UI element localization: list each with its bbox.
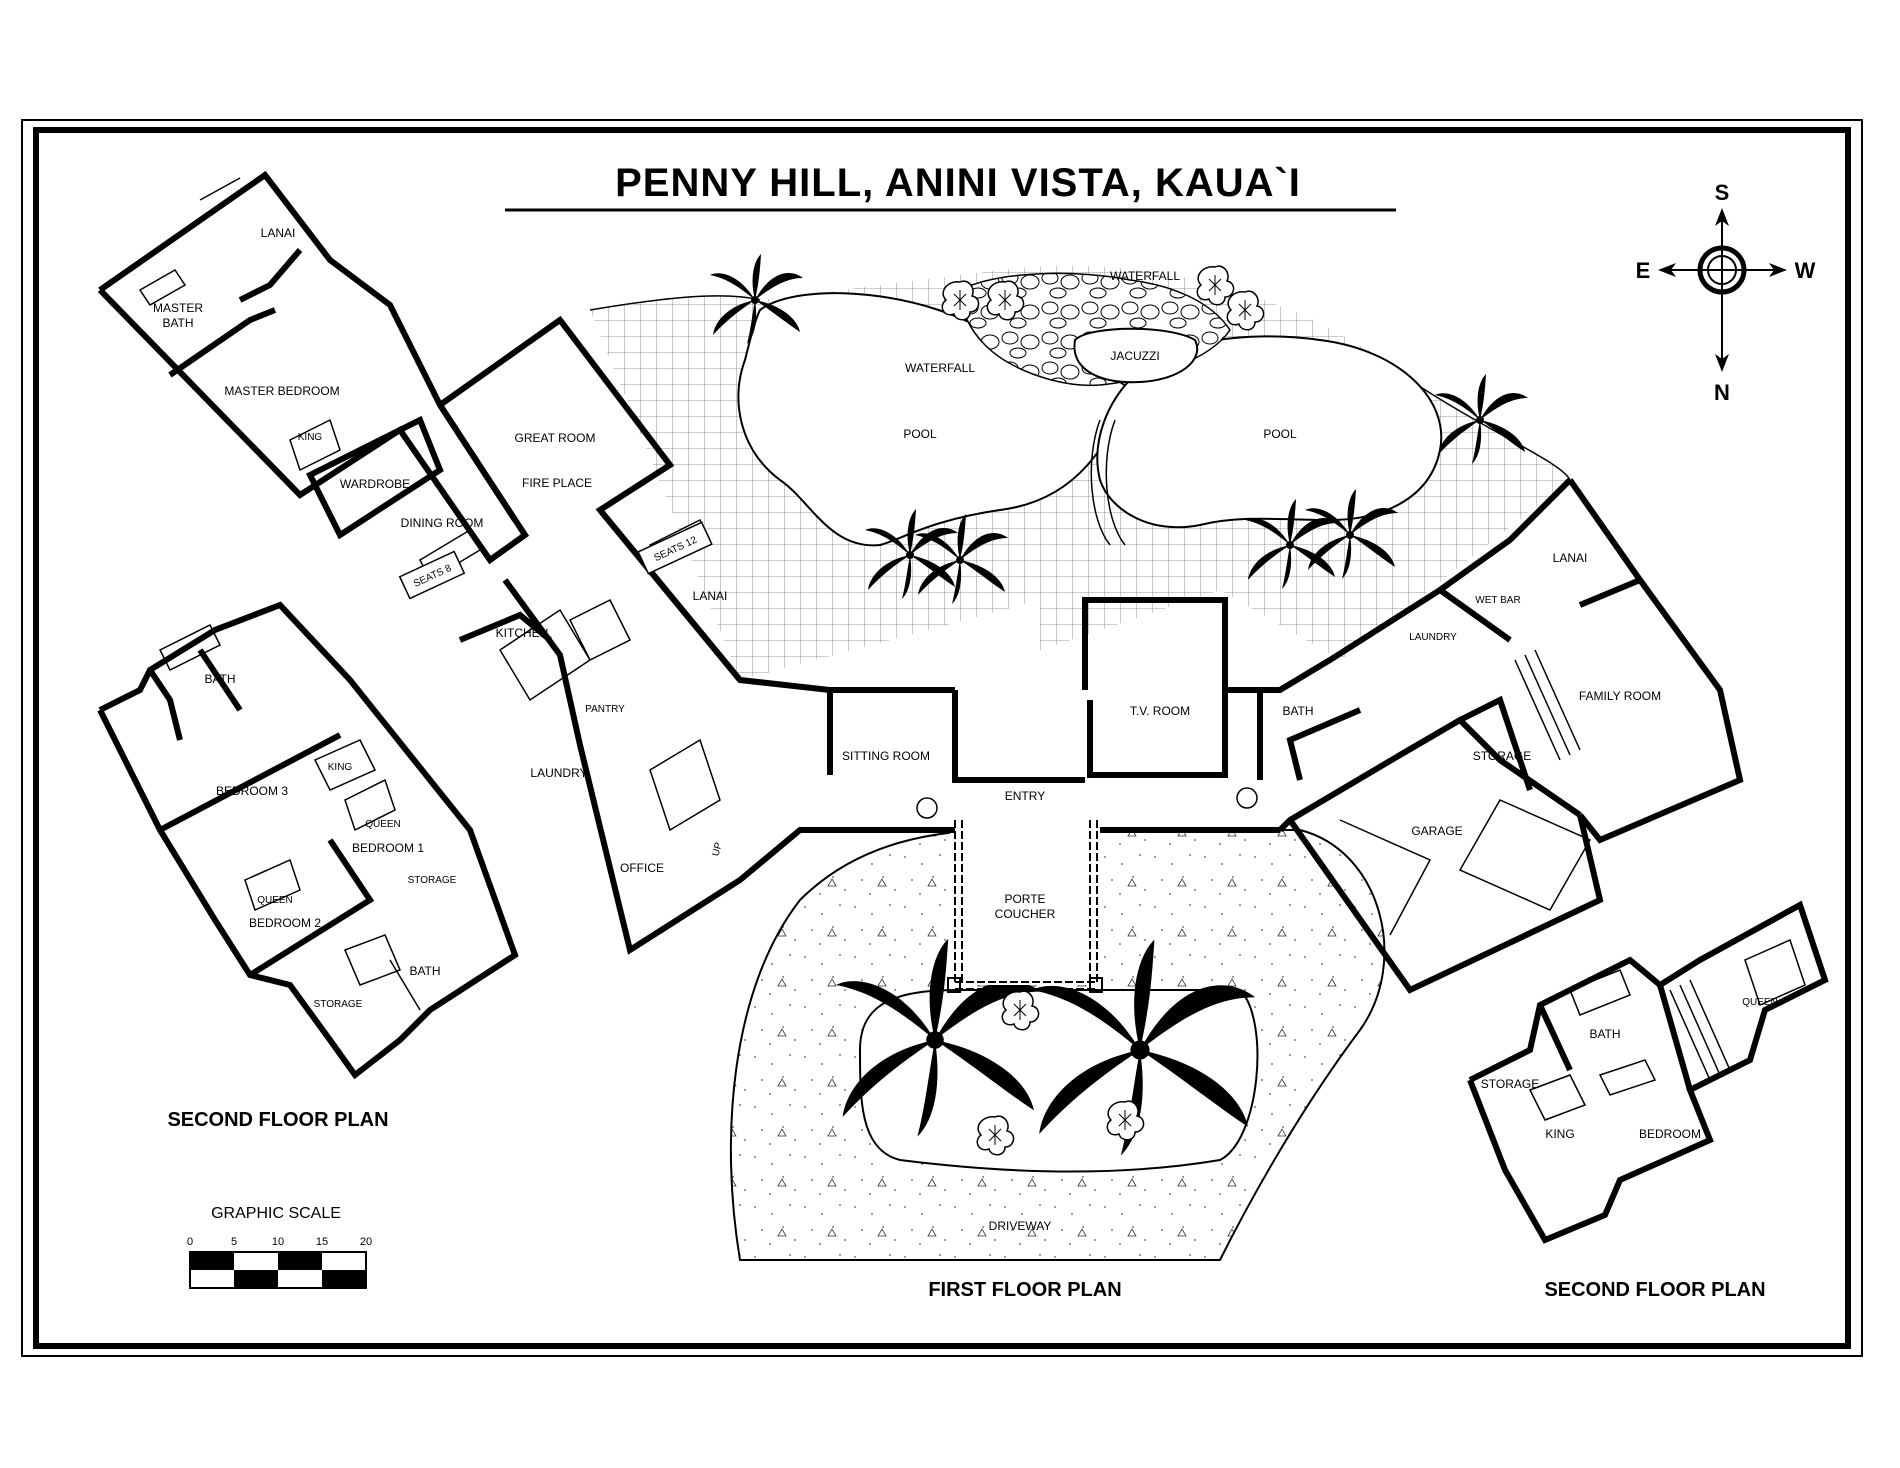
label-bedroom-3: BEDROOM 3 xyxy=(216,784,288,798)
label-queen-bed2: QUEEN xyxy=(257,895,293,906)
scale-tick-15: 15 xyxy=(316,1236,328,1248)
label-lanai-great: LANAI xyxy=(693,589,728,603)
porte-coucher: PORTE COUCHER xyxy=(947,820,1103,993)
label-office: OFFICE xyxy=(620,861,664,875)
right-second-floor-walls xyxy=(1467,900,1829,1244)
label-pool-left: POOL xyxy=(903,427,937,441)
label-queen-bed1: QUEEN xyxy=(365,819,401,830)
label-king-master: KING xyxy=(298,432,323,443)
label-bath-left: BATH xyxy=(204,672,235,686)
compass-s: S xyxy=(1715,180,1730,205)
label-waterfall-left: WATERFALL xyxy=(905,361,975,375)
label-tv-room: T.V. ROOM xyxy=(1130,704,1190,718)
label-kitchen: KITCHEN xyxy=(496,626,549,640)
label-family-room: FAMILY ROOM xyxy=(1579,689,1661,703)
label-master-bedroom: MASTER BEDROOM xyxy=(224,384,339,398)
compass-rose: S N E W xyxy=(1636,180,1816,405)
dining-table: SEATS 8 xyxy=(398,550,466,600)
label-entry: ENTRY xyxy=(1005,789,1045,803)
label-storage-left-1: STORAGE xyxy=(408,875,457,886)
label-sitting-room: SITTING ROOM xyxy=(842,749,930,763)
inner-frame xyxy=(33,127,1851,1349)
label-bedroom-right: BEDROOM xyxy=(1639,1127,1701,1141)
label-driveway: DRIVEWAY xyxy=(989,1219,1052,1233)
label-storage-left-2: STORAGE xyxy=(314,999,363,1010)
driveway-area: DRIVEWAY xyxy=(729,829,1386,1261)
master-suite-walls xyxy=(97,170,530,565)
label-laundry-main: LAUNDRY xyxy=(530,766,587,780)
pool-area: WATERFALL WATERFALL JACUZZI POOL POOL xyxy=(589,254,1571,680)
label-bath-left-2: BATH xyxy=(409,964,440,978)
outer-frame xyxy=(21,119,1863,1357)
label-wet-bar: WET BAR xyxy=(1475,595,1520,606)
label-queen-right: QUEEN xyxy=(1742,997,1778,1008)
label-storage-right: STORAGE xyxy=(1473,749,1531,763)
graphic-scale: GRAPHIC SCALE 0 5 10 15 20 xyxy=(187,1205,372,1289)
label-bath-mid: BATH xyxy=(1282,704,1313,718)
page-title: PENNY HILL, ANINI VISTA, KAUA`I xyxy=(615,161,1301,205)
label-fire-place: FIRE PLACE xyxy=(522,476,592,490)
plan-title-left: SECOND FLOOR PLAN xyxy=(167,1109,388,1131)
plan-title-right: SECOND FLOOR PLAN xyxy=(1544,1279,1765,1301)
compass-w: W xyxy=(1795,258,1816,283)
label-great-room: GREAT ROOM xyxy=(515,431,596,445)
label-king-right: KING xyxy=(1545,1127,1574,1141)
label-bedroom-2: BEDROOM 2 xyxy=(249,916,321,930)
label-master-bath-2: BATH xyxy=(162,316,193,330)
label-lanai-family: LANAI xyxy=(1553,551,1588,565)
label-king-bed3: KING xyxy=(328,762,353,773)
scale-tick-10: 10 xyxy=(272,1236,284,1248)
scale-title: GRAPHIC SCALE xyxy=(211,1205,341,1222)
label-bedroom-1: BEDROOM 1 xyxy=(352,841,424,855)
label-wardrobe: WARDROBE xyxy=(340,477,410,491)
label-porte: PORTE xyxy=(1004,892,1045,906)
label-laundry-right: LAUNDRY xyxy=(1409,632,1457,643)
scale-tick-0: 0 xyxy=(187,1236,193,1248)
label-garage: GARAGE xyxy=(1411,824,1462,838)
scale-tick-20: 20 xyxy=(360,1236,372,1248)
plan-title-center: FIRST FLOOR PLAN xyxy=(928,1279,1121,1301)
left-bedrooms-walls xyxy=(97,601,519,1080)
compass-e: E xyxy=(1636,258,1651,283)
label-master-bath-1: MASTER xyxy=(153,301,203,315)
jacuzzi-shape xyxy=(1073,327,1198,384)
label-bath-right: BATH xyxy=(1589,1027,1620,1041)
scale-tick-5: 5 xyxy=(231,1236,237,1248)
label-coucher: COUCHER xyxy=(995,907,1056,921)
label-jacuzzi: JACUZZI xyxy=(1110,349,1159,363)
label-lanai-master: LANAI xyxy=(261,226,296,240)
label-storage-right2: STORAGE xyxy=(1481,1077,1539,1091)
label-pantry: PANTRY xyxy=(585,704,625,715)
label-pool-right: POOL xyxy=(1263,427,1297,441)
label-up: UP xyxy=(710,841,724,858)
label-waterfall-top: WATERFALL xyxy=(1110,269,1180,283)
compass-n: N xyxy=(1714,380,1730,405)
